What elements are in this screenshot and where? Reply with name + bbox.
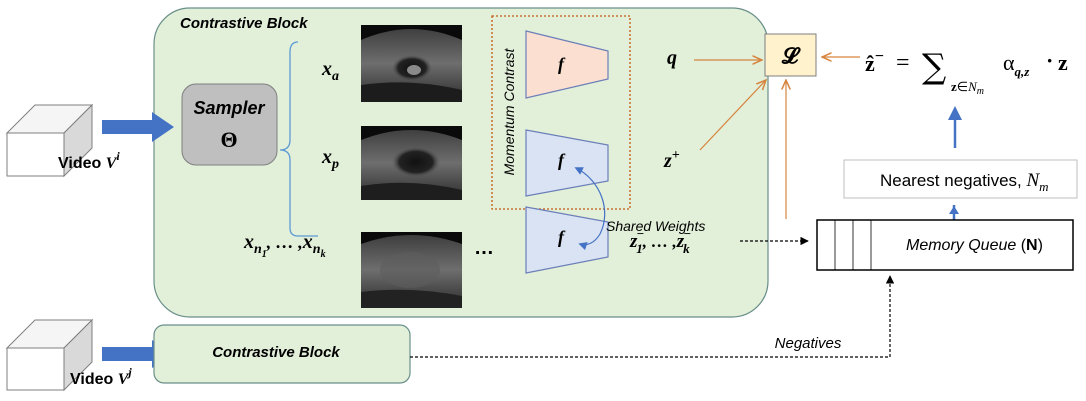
positive-key-label: z+ <box>663 148 680 172</box>
loss-symbol: 𝓛 <box>781 43 801 69</box>
memory-queue-label: Memory Queue (N) <box>906 237 1043 254</box>
shared-weights-label: Shared Weights <box>606 218 705 234</box>
sample-label-negatives: xn1, … ,xnk <box>243 231 326 260</box>
ultrasound-image-positive <box>361 126 462 200</box>
sampler-brace <box>279 41 299 237</box>
nearest-negatives-box <box>843 159 1078 199</box>
nn-to-equation-arrow <box>948 106 962 148</box>
video-cube-icon <box>5 103 94 178</box>
zplus-to-loss-arrow <box>699 80 766 151</box>
negatives-label: Negatives <box>775 335 842 352</box>
sampler-symbol: Θ <box>220 127 237 152</box>
equation-sum-subscript: z∈Nm <box>951 79 984 97</box>
momentum-contrast-box <box>491 15 631 210</box>
shared-weights-arrow <box>574 167 606 251</box>
video-i-label: Video Vi <box>58 149 120 172</box>
equation-sum: ∑ <box>922 47 946 87</box>
contrastive-block-secondary-title: Contrastive Block <box>212 344 340 361</box>
ellipsis-label: … <box>474 237 494 259</box>
query-encoder-label: f <box>558 54 566 74</box>
equation-dot: · <box>1046 48 1053 73</box>
key-encoder-label: f <box>558 150 566 170</box>
equation-equals: = <box>896 50 910 76</box>
momentum-contrast-label: Momentum Contrast <box>501 47 517 175</box>
negative-encoder-label: f <box>558 227 566 247</box>
queue-to-nn-arrow <box>949 205 959 221</box>
equation-rhs: z <box>1058 50 1068 75</box>
negative-keys-label: z−1, … ,z−k <box>629 226 691 256</box>
sampler-box <box>181 83 278 166</box>
ultrasound-image-anchor <box>361 25 462 102</box>
sampler-label: Sampler <box>193 98 265 118</box>
hard-negative-equation: ẑ− = ∑ z∈Nm αq,z · z <box>865 47 1068 97</box>
memory-queue <box>816 219 1074 271</box>
ultrasound-image-negative <box>361 232 462 308</box>
input-arrow-icon <box>102 112 174 142</box>
contrastive-block-secondary <box>153 324 411 384</box>
loss-box <box>764 33 817 77</box>
query-label: q <box>667 47 677 69</box>
nearest-negatives-label: Nearest negatives, Nm <box>880 170 1049 194</box>
query-encoder <box>525 30 609 99</box>
negatives-arrow <box>410 275 895 358</box>
video-j-label: Video Vj <box>70 365 132 388</box>
sample-label-anchor: xa <box>321 58 339 84</box>
equation-alpha: αq,z <box>1003 50 1030 79</box>
video-cube-icon-j <box>5 318 94 392</box>
sample-label-positive: xp <box>321 146 339 172</box>
equation-lhs: ẑ− <box>865 48 884 76</box>
contrastive-block-title: Contrastive Block <box>180 15 308 32</box>
